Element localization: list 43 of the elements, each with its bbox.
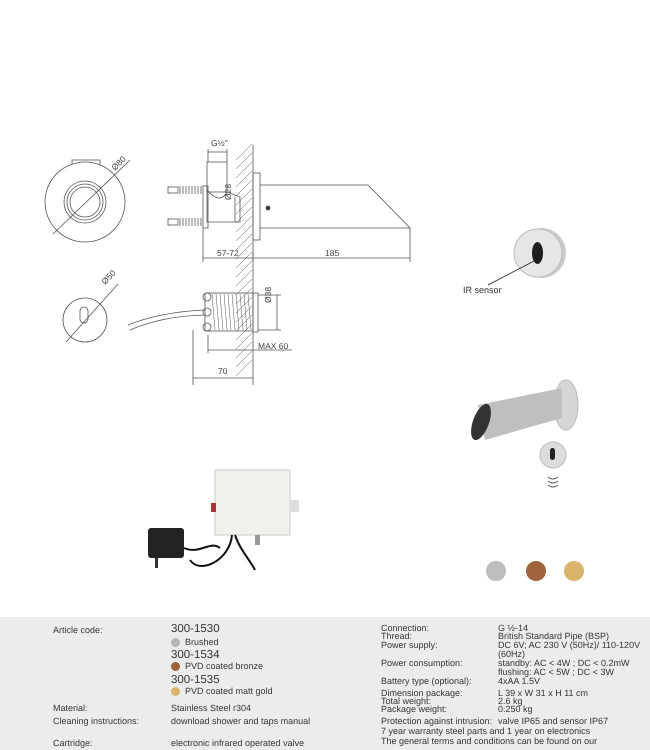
spec-value: electronic infrared operated valve bbox=[171, 739, 304, 748]
spec-value: 4xAA 1.5V bbox=[498, 677, 540, 686]
dimension-label: 57-72 bbox=[217, 249, 239, 258]
spec-value: The general terms and conditions can be found on our bbox=[381, 737, 598, 746]
leader-line bbox=[488, 260, 534, 286]
spec-value: standby: AC < 4W ; DC < 0.2mW bbox=[498, 659, 630, 668]
dimension-label: 70 bbox=[218, 367, 228, 376]
spec-value: 0.250 kg bbox=[498, 705, 533, 714]
spec-label: Power consumption: bbox=[381, 659, 463, 668]
finish-name: Brushed bbox=[185, 637, 219, 647]
dimension-label: Ø28 bbox=[224, 184, 233, 200]
finish-name: PVD coated matt gold bbox=[185, 686, 273, 696]
article-code: 300-1534 bbox=[171, 649, 220, 662]
spec-value: DC 6V; AC 230 V (50Hz)/ 110-120V (60Hz) bbox=[498, 641, 642, 660]
spec-value: valve IP65 and sensor IP67 bbox=[498, 717, 608, 726]
spec-label: Protection against intrusion: bbox=[381, 717, 492, 726]
finish-name: PVD coated bronze bbox=[185, 661, 264, 671]
spec-label: Cleaning instructions: bbox=[53, 717, 140, 726]
spec-label: Battery type (optional): bbox=[381, 677, 472, 686]
spec-label: Total weight: bbox=[381, 697, 432, 706]
spec-value: British Standard Pipe (BSP) bbox=[498, 632, 610, 642]
callout-label: IR sensor bbox=[463, 285, 502, 295]
article-code: 300-1530 bbox=[171, 623, 220, 636]
spec-label: Power supply: bbox=[381, 641, 438, 650]
spec-label: Dimension package: bbox=[381, 689, 463, 698]
spec-label: Package weight: bbox=[381, 705, 448, 714]
spec-value: L 39 x W 31 x H 11 cm bbox=[498, 689, 588, 698]
article-code: 300-1535 bbox=[171, 674, 220, 686]
spec-label: Article code: bbox=[53, 626, 103, 636]
spec-value: 7 year warranty steel parts and 1 year on electronics bbox=[381, 727, 590, 736]
spec-label: Thread: bbox=[381, 632, 412, 642]
spec-value: 2.6 kg bbox=[498, 697, 523, 706]
spec-value: download shower and taps manual bbox=[171, 717, 310, 726]
dimension-label: G½" bbox=[211, 139, 228, 148]
dimension-label: 185 bbox=[325, 249, 340, 258]
spec-value: Stainless Steel r304 bbox=[171, 704, 252, 714]
spec-label: Cartridge: bbox=[53, 739, 93, 748]
dimension-label: MAX 60 bbox=[258, 342, 288, 351]
spec-label: Material: bbox=[53, 704, 88, 714]
dimension-label: Ø38 bbox=[264, 286, 273, 303]
spec-label: Connection: bbox=[381, 624, 430, 633]
spec-value: G ½-14 bbox=[498, 624, 528, 633]
spec-value: flushing: AC < 5W ; DC < 3W bbox=[498, 668, 614, 678]
